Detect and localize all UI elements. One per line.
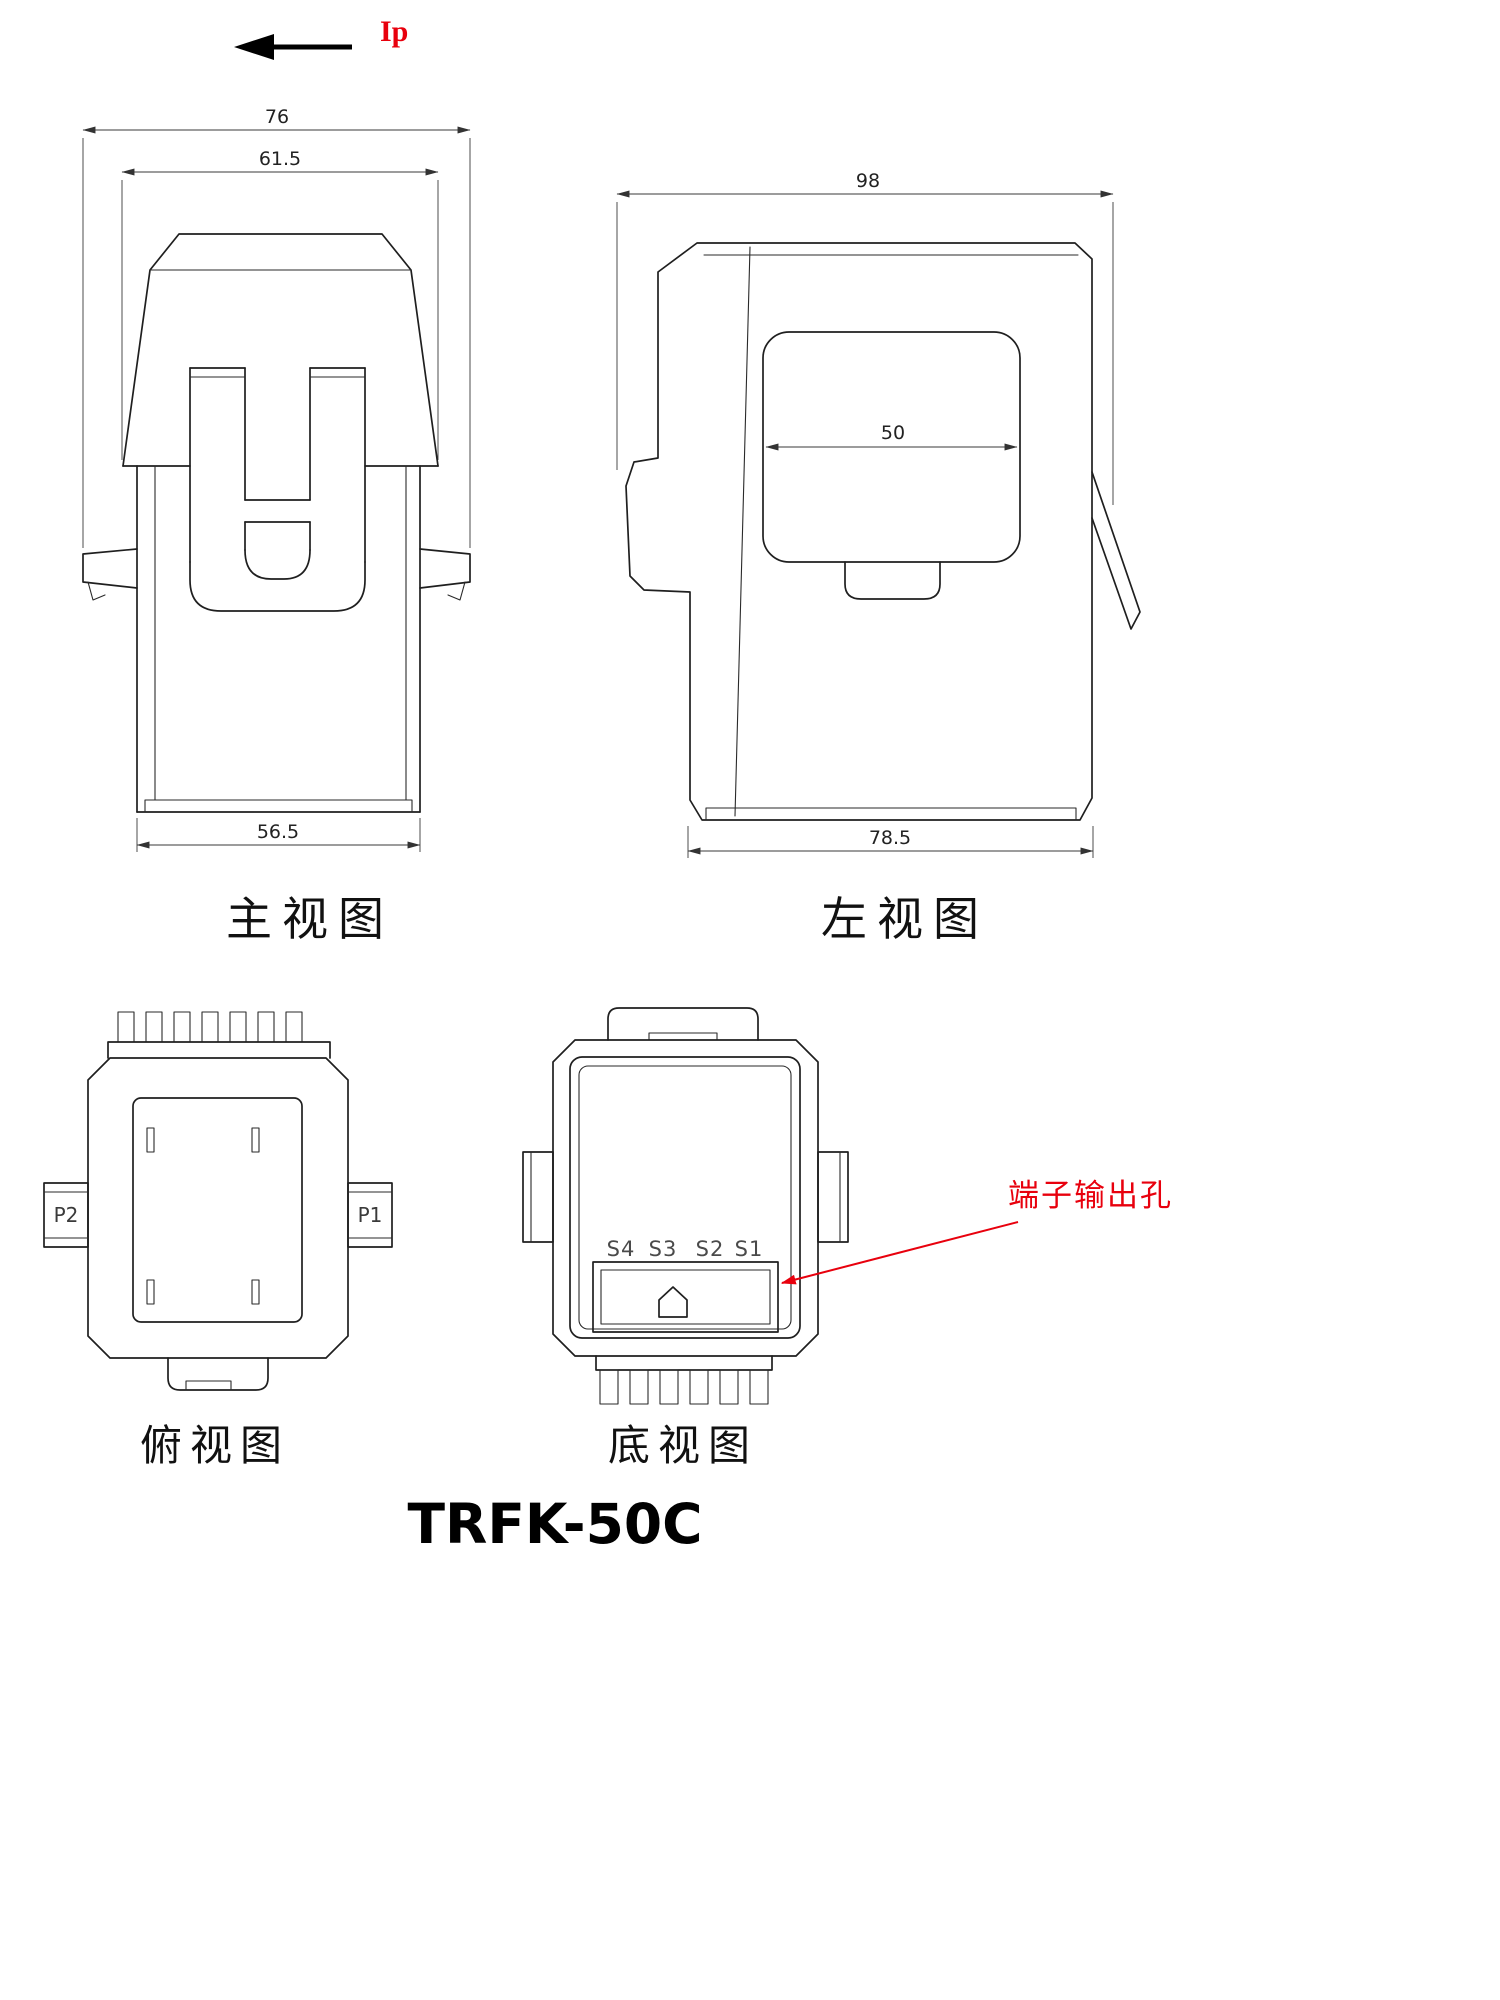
top-comb-teeth xyxy=(107,1011,331,1059)
terminal-annotation: 端子输出孔 xyxy=(780,1178,1173,1285)
bottom-view-caption: 底视图 xyxy=(608,1424,758,1470)
cable-window xyxy=(762,331,1021,563)
current-direction-arrow: Ip xyxy=(234,15,408,60)
latch-lever xyxy=(1091,471,1141,630)
front-view: 76 61.5 xyxy=(82,106,471,945)
label-s4: S4 xyxy=(607,1237,636,1261)
terminal-annotation-label: 端子输出孔 xyxy=(1008,1178,1173,1213)
left-view: 98 50 78.5 xyxy=(616,170,1141,945)
front-dim-inner-width: 61.5 xyxy=(121,148,439,460)
dim-76: 76 xyxy=(265,106,289,128)
left-view-body: 50 xyxy=(625,242,1141,821)
dim-98: 98 xyxy=(856,170,880,192)
dim-78-5: 78.5 xyxy=(869,827,911,849)
annotation-arrow xyxy=(780,1221,1019,1285)
front-right-wing xyxy=(419,548,471,589)
label-p2: P2 xyxy=(54,1203,79,1227)
left-view-caption: 左视图 xyxy=(821,894,989,945)
dim-61-5: 61.5 xyxy=(259,148,301,170)
left-dim-window: 50 xyxy=(765,422,1018,451)
bottom-view: S4 S3 S2 S1 xyxy=(522,1007,849,1470)
label-s3: S3 xyxy=(649,1237,678,1261)
top-view: P2 P1 俯视图 xyxy=(43,1011,393,1470)
bottom-comb-teeth xyxy=(595,1355,773,1405)
current-label: Ip xyxy=(380,15,408,48)
drawing-title: TRFK-50C xyxy=(407,1492,702,1556)
top-view-caption: 俯视图 xyxy=(140,1423,290,1470)
primary-tab-right: P1 xyxy=(347,1182,393,1248)
left-dim-bottom-depth: 78.5 xyxy=(687,826,1094,858)
front-dim-bottom-width: 56.5 xyxy=(136,818,421,852)
front-dim-overall-width: 76 xyxy=(82,106,471,548)
front-left-wing xyxy=(82,548,138,589)
left-dim-overall-depth: 98 xyxy=(616,170,1114,505)
orientation-mark-icon xyxy=(658,1286,688,1318)
top-view-body: P2 P1 xyxy=(43,1011,393,1391)
front-view-caption: 主视图 xyxy=(226,894,394,945)
arrow-head-icon xyxy=(234,34,274,60)
label-s2: S2 xyxy=(696,1237,725,1261)
dim-50: 50 xyxy=(881,422,905,444)
terminal-output-block xyxy=(592,1261,779,1333)
front-view-body xyxy=(82,233,471,813)
label-p1: P1 xyxy=(358,1203,383,1227)
dim-56-5: 56.5 xyxy=(257,821,299,843)
primary-tab-left: P2 xyxy=(43,1182,89,1248)
bottom-view-body: S4 S3 S2 S1 xyxy=(522,1007,849,1405)
label-s1: S1 xyxy=(735,1237,764,1261)
terminal-labels: S4 S3 S2 S1 xyxy=(607,1237,764,1261)
